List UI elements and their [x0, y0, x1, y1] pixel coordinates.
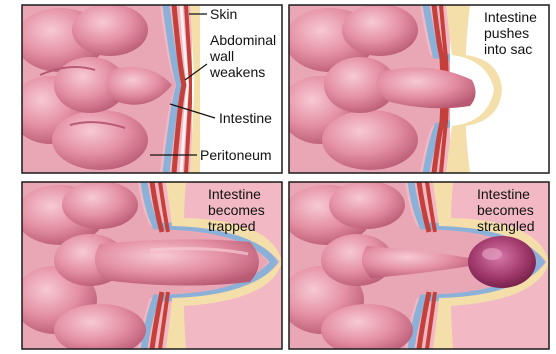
strangled-intestine — [468, 236, 536, 288]
panel-1: Skin Abdominal wall weakens Intestine Pe… — [10, 4, 282, 173]
caption-3-line-3: trapped — [208, 218, 255, 234]
panel-2: Intestine pushes into sac — [280, 4, 549, 173]
caption-4-line-1: Intestine — [477, 186, 530, 202]
label-intestine: Intestine — [219, 110, 272, 126]
caption-3-line-2: becomes — [208, 202, 265, 218]
caption-4-line-2: becomes — [477, 202, 534, 218]
caption-3-line-1: Intestine — [208, 186, 261, 202]
label-skin: Skin — [210, 6, 237, 22]
label-weakens: weakens — [209, 64, 265, 80]
label-wall: wall — [209, 48, 234, 64]
panel-4: Intestine becomes strangled — [280, 181, 549, 354]
label-peritoneum: Peritoneum — [200, 147, 272, 163]
label-abdominal: Abdominal — [210, 32, 276, 48]
intestine-trapped — [95, 239, 259, 285]
caption-4-line-3: strangled — [477, 218, 535, 234]
caption-2-line-3: into sac — [484, 41, 532, 57]
caption-2-line-2: pushes — [484, 25, 529, 41]
caption-2-line-1: Intestine — [484, 9, 537, 25]
panel-3: Intestine becomes trapped — [13, 181, 282, 354]
